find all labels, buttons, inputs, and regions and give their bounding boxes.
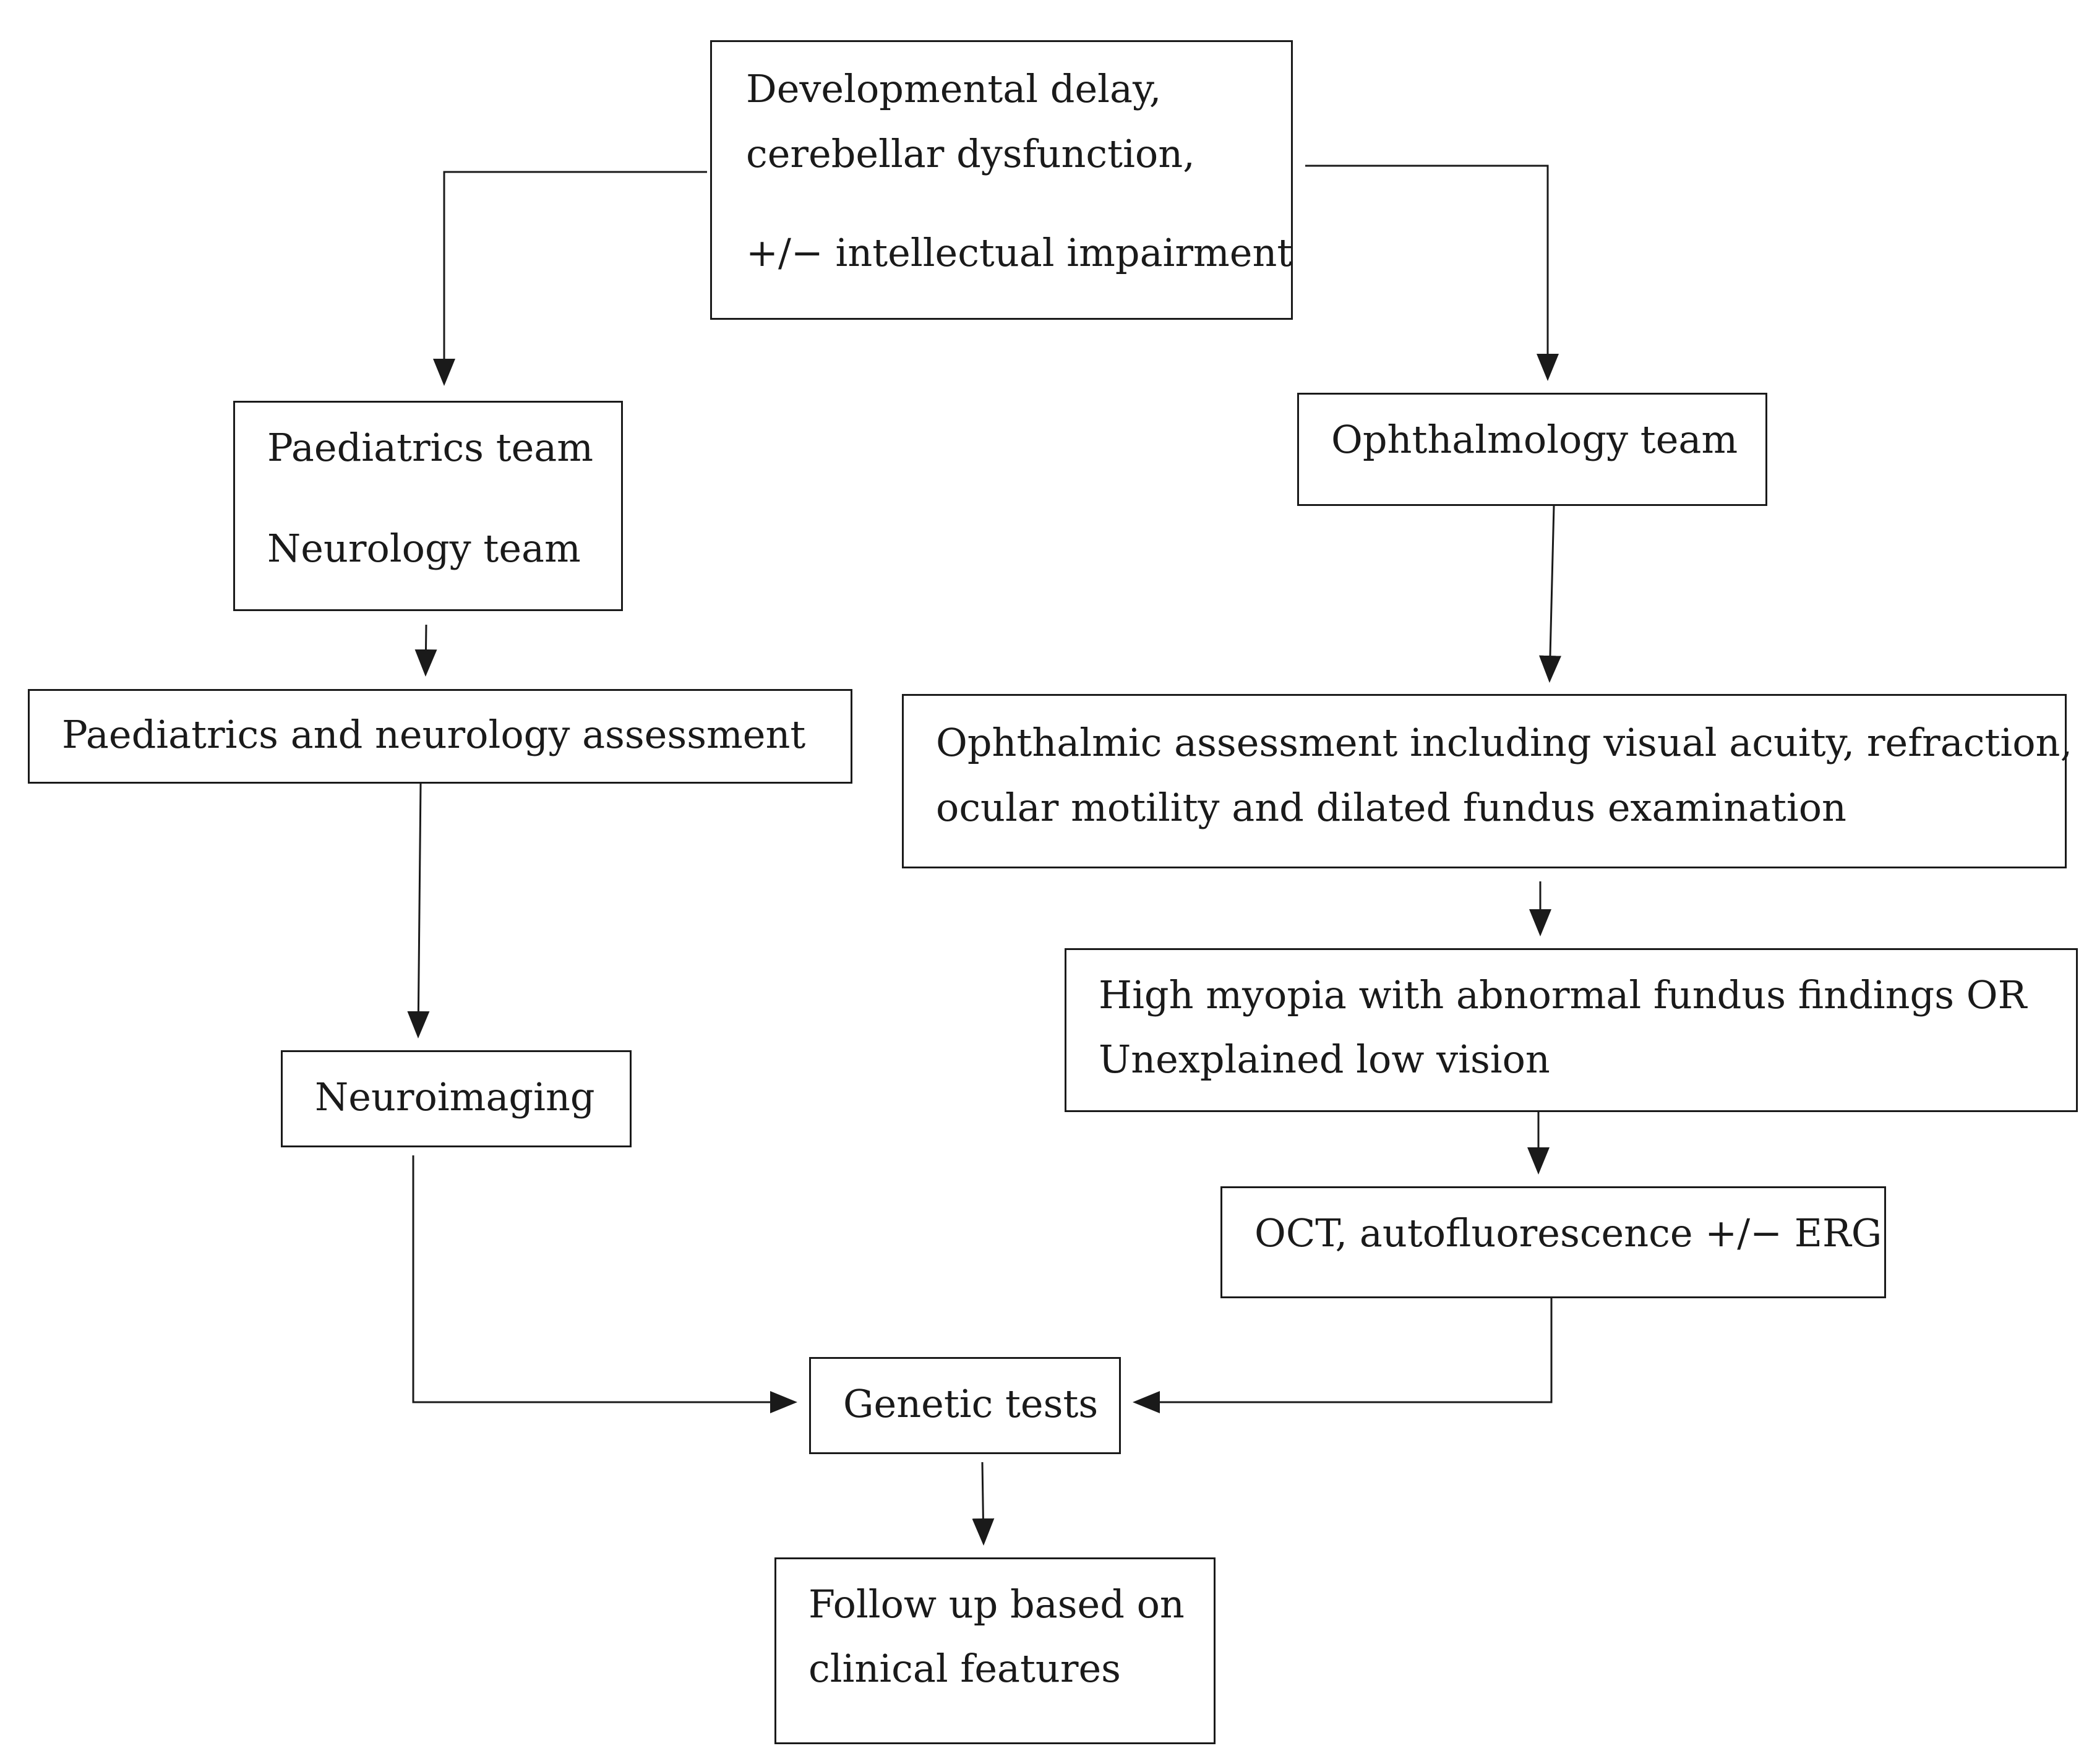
node-ophthalmology-team: Ophthalmology team bbox=[1297, 393, 1767, 506]
edge-start-to-ophthalmology-team bbox=[1305, 165, 1559, 381]
node-genetic-tests-line: Genetic tests bbox=[843, 1381, 1099, 1426]
edge-paediatrics-neurology-assessment-to-neuroimaging bbox=[407, 783, 430, 1038]
node-follow-up-line-2: clinical features bbox=[808, 1646, 1121, 1691]
edge-start-to-paediatrics-neurology-team bbox=[433, 171, 707, 386]
edge-ophthalmology-team-to-ophthalmic-assessment bbox=[1538, 505, 1561, 683]
node-ophthalmic-assessment: Ophthalmic assessment including visual a… bbox=[902, 694, 2072, 868]
node-oct: OCT, autofluorescence +/− ERG bbox=[1220, 1186, 1886, 1298]
node-paediatrics-team-line: Paediatrics team bbox=[267, 425, 594, 470]
node-neuroimaging: Neuroimaging bbox=[281, 1050, 632, 1147]
node-oct-line: OCT, autofluorescence +/− ERG bbox=[1254, 1210, 1882, 1256]
node-ophthalmology-team-line: Ophthalmology team bbox=[1331, 417, 1738, 462]
node-high-myopia-line-1: High myopia with abnormal fundus finding… bbox=[1099, 972, 2027, 1017]
node-start-line-2: cerebellar dysfunction, bbox=[746, 131, 1195, 176]
node-follow-up: Follow up based on clinical features bbox=[774, 1557, 1216, 1744]
edge-oct-to-genetic-tests bbox=[1133, 1298, 1553, 1413]
node-neuroimaging-line: Neuroimaging bbox=[315, 1074, 595, 1120]
node-start: Developmental delay, cerebellar dysfunct… bbox=[710, 40, 1293, 320]
node-paediatrics-neurology-assessment: Paediatrics and neurology assessment bbox=[28, 689, 852, 784]
node-start-line-1: Developmental delay, bbox=[746, 66, 1162, 111]
node-neurology-team-line: Neurology team bbox=[267, 526, 581, 571]
edge-genetic-tests-to-follow-up bbox=[972, 1462, 995, 1546]
node-high-myopia: High myopia with abnormal fundus finding… bbox=[1065, 948, 2078, 1112]
node-paediatrics-neurology-team: Paediatrics team Neurology team bbox=[233, 401, 623, 611]
node-start-line-3: +/− intellectual impairment bbox=[746, 230, 1293, 275]
node-ophthalmic-assessment-line-1: Ophthalmic assessment including visual a… bbox=[936, 720, 2073, 765]
node-follow-up-line-1: Follow up based on bbox=[808, 1582, 1185, 1627]
node-high-myopia-line-2: Unexplained low vision bbox=[1099, 1037, 1550, 1082]
edge-neuroimaging-to-genetic-tests bbox=[412, 1155, 797, 1413]
node-ophthalmic-assessment-line-2: ocular motility and dilated fundus exami… bbox=[936, 785, 1846, 830]
node-genetic-tests: Genetic tests bbox=[809, 1357, 1121, 1454]
node-paediatrics-neurology-assessment-line: Paediatrics and neurology assessment bbox=[62, 712, 806, 757]
